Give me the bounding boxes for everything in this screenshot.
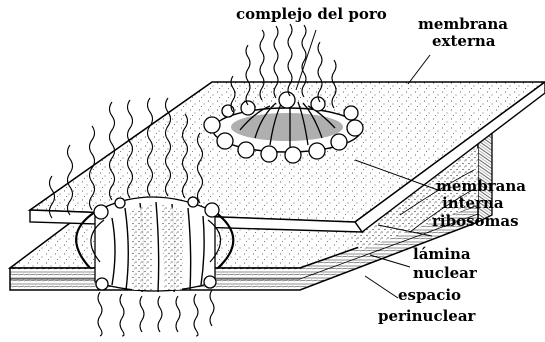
outer-membrane-label-line1: membrana <box>418 16 508 33</box>
pore-complex-label: complejo del poro <box>236 6 387 23</box>
inner-membrane-label-line1: membrana <box>436 178 526 195</box>
ribosomes-label: ribosomas <box>432 213 519 230</box>
inner-membrane-label-line2: interna <box>442 195 504 212</box>
outer-membrane-label-line2: externa <box>432 33 496 50</box>
bottom-pore-complex <box>76 197 233 292</box>
perinuclear-space-label-line2: perinuclear <box>378 308 475 325</box>
perinuclear-space-label-line1: espacio <box>398 287 461 304</box>
nuclear-lamina-label-line2: nuclear <box>413 265 477 282</box>
nuclear-lamina-label-line1: lámina <box>413 246 471 263</box>
